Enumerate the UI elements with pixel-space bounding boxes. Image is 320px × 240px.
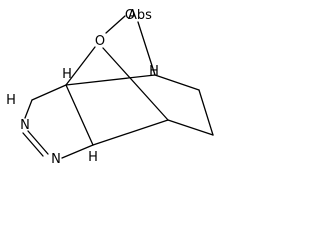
bond-nitrogen-double-b <box>22 132 44 157</box>
bond-ch2-to-nitrogen-upper <box>24 99 33 119</box>
bond-oxygen-right-to-bridgehead <box>137 21 156 76</box>
bond-ch2-to-ring-junction-top <box>31 84 67 101</box>
bond-ch2-right-to-ch2-bottom <box>198 89 214 136</box>
hydrogen-bridgehead-right-label: H <box>149 64 159 79</box>
bond-nitrogen-lower-to-junction-bottom <box>61 144 94 159</box>
bond-ring-junction-top-to-junction-bottom <box>65 84 94 146</box>
bond-junction-top-to-oxygen-left <box>65 46 96 86</box>
hydrogen-ch2-label: H <box>6 93 16 108</box>
abs-stereo-marker: Abs <box>128 8 152 23</box>
label-layer: O O Abs H H H H N N <box>6 8 159 167</box>
nitrogen-lower-label: N <box>51 152 61 167</box>
chemical-structure-diagram: O O Abs H H H H N N <box>6 8 214 167</box>
bond-oxygen-left-to-oxygen-right <box>105 15 126 34</box>
bond-layer <box>22 15 214 159</box>
bond-junction-top-to-bridgehead <box>65 74 156 86</box>
bond-bridgehead-to-ch2-right <box>154 74 200 91</box>
oxygen-right-label: O <box>125 8 135 23</box>
bond-ch2-bottom-to-bridgehead-lower <box>167 119 214 136</box>
nitrogen-upper-label: N <box>20 118 30 133</box>
bond-nitrogen-double-a <box>27 130 49 155</box>
hydrogen-junction-bottom-label: H <box>88 150 98 165</box>
hydrogen-junction-top-label: H <box>62 67 72 82</box>
bond-bridgehead-lower-to-oxygen-left <box>102 47 169 121</box>
oxygen-left-label: O <box>95 34 105 49</box>
bond-bridgehead-lower-to-junction-bottom <box>92 119 169 146</box>
